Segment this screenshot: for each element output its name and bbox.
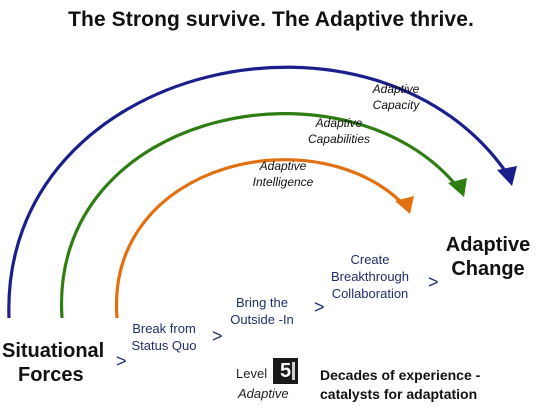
arc-label-intelligence-line1: Adaptive: [259, 159, 307, 173]
right-label: Adaptive Change: [440, 233, 536, 281]
step-1-line1: Break from: [132, 321, 196, 336]
tagline-line1: Decades of experience -: [320, 367, 481, 383]
left-label-line1: Situational: [2, 340, 105, 362]
left-label: Situational Forces: [2, 339, 104, 387]
chevron-icon: >: [314, 297, 325, 317]
arc-label-capabilities-line2: Capabilities: [307, 132, 371, 146]
chevron-icon: >: [428, 272, 439, 292]
arc-capacity-arrowhead: [497, 166, 517, 186]
arc-label-capacity-line1: Adaptive: [372, 82, 420, 96]
logo-level-text: Level: [236, 366, 268, 381]
arc-capabilities-arrowhead: [448, 178, 467, 197]
right-label-line1: Adaptive: [445, 234, 531, 256]
arc-adaptive-capacity: [7, 65, 512, 319]
arc-label-intelligence-line2: Intelligence: [252, 175, 314, 189]
arc-label-capabilities: Adaptive Capabilities: [300, 115, 378, 147]
tagline-line2: catalysts for adaptation: [320, 386, 478, 402]
logo-number: 5: [273, 358, 298, 384]
step-2-line1: Bring the: [235, 295, 289, 310]
arc-adaptive-intelligence: [115, 158, 408, 319]
step-3-line3: Collaboration: [331, 286, 409, 301]
step-2-line2: Outside -In: [230, 312, 294, 327]
step-bring-outside-in: Bring the Outside -In: [222, 294, 302, 328]
step-1-line2: Status Quo: [131, 338, 197, 353]
logo-word: Adaptive: [238, 386, 289, 401]
level-5-adaptive-logo: Level 5 Adaptive: [236, 356, 302, 406]
arc-label-capabilities-line1: Adaptive: [315, 116, 363, 130]
tagline: Decades of experience - catalysts for ad…: [320, 366, 480, 404]
arc-label-capacity-line2: Capacity: [372, 98, 420, 112]
step-3-line2: Breakthrough: [330, 269, 410, 284]
step-3-line1: Create: [350, 252, 390, 267]
right-label-line2: Change: [451, 258, 525, 280]
left-label-line2: Forces: [18, 364, 84, 386]
step-break-from-status-quo: Break from Status Quo: [124, 320, 204, 354]
step-create-breakthrough-collaboration: Create Breakthrough Collaboration: [325, 251, 415, 302]
arc-label-intelligence: Adaptive Intelligence: [246, 158, 320, 190]
diagram-title: The Strong survive. The Adaptive thrive.: [68, 8, 474, 31]
arc-intelligence-arrowhead: [395, 196, 414, 214]
chevron-icon: >: [212, 326, 223, 346]
chevron-icon: >: [116, 351, 127, 371]
arc-adaptive-capabilities: [60, 111, 462, 319]
arc-label-capacity: Adaptive Capacity: [366, 81, 426, 113]
